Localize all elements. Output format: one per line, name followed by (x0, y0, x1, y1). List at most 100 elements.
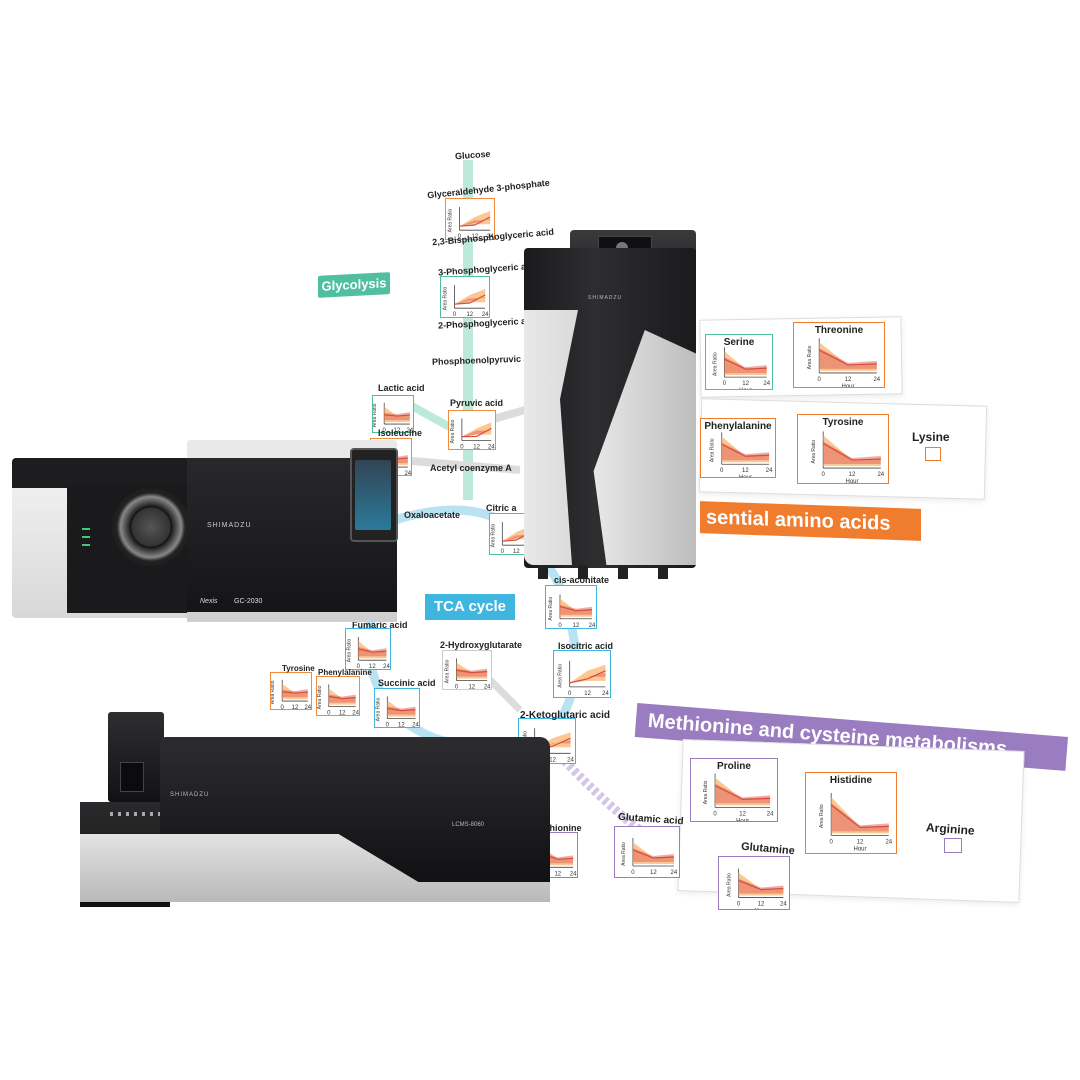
range-band (454, 289, 486, 305)
plot-title: Tyrosine (822, 417, 864, 428)
x-tick-label: 24 (304, 705, 311, 709)
lcms-autosampler-window (120, 762, 144, 792)
x-tick-label: 0 (281, 705, 285, 709)
x-tick-label: 12 (742, 381, 749, 387)
gc-instrument: SHIMADZU Nexis GC-2030 (12, 440, 398, 625)
gc-model: GC-2030 (234, 598, 263, 605)
inner-band (632, 848, 674, 862)
trend-line (461, 427, 492, 438)
x-tick-label: 0 (501, 549, 505, 554)
y-axis-label: Area Ratio (621, 842, 627, 866)
x-axis-label: Hour (739, 388, 752, 389)
label-phenylalanine-small: Phenylalanine (318, 668, 372, 677)
x-tick-label: 12 (584, 691, 591, 697)
x-tick-label: 24 (780, 902, 787, 908)
trend-line (454, 294, 486, 305)
y-axis-label: Area Ratio (490, 524, 496, 548)
x-tick-label: 24 (767, 811, 774, 817)
x-tick-label: 12 (471, 234, 478, 239)
range-band (461, 422, 492, 437)
x-tick-label: 0 (568, 691, 572, 697)
label-succinic: Succinic acid (378, 678, 436, 688)
gc-left-top (12, 458, 190, 488)
x-tick-label: 12 (292, 705, 299, 709)
tower-brand: SHIMADZU (588, 295, 623, 301)
lcms-brand: SHIMADZU (170, 792, 210, 798)
x-tick-label: 0 (383, 428, 387, 432)
y-axis-label: Area Ratio (375, 697, 381, 721)
x-tick-label: 24 (763, 381, 770, 387)
x-axis-label: Hour (845, 479, 858, 483)
x-tick-label: 12 (857, 839, 864, 845)
gc-touchscreen[interactable] (350, 448, 398, 542)
x-tick-label: 12 (513, 549, 520, 554)
plot-title: Proline (717, 761, 751, 772)
x-tick-label: 24 (873, 377, 880, 383)
x-tick-label: 0 (737, 902, 741, 908)
inner-band (819, 348, 877, 369)
x-tick-label: 0 (386, 723, 390, 727)
acetyl-link (399, 456, 521, 474)
x-tick-label: 0 (453, 312, 457, 317)
trend-line (818, 349, 877, 366)
x-tick-label: 12 (650, 870, 657, 876)
range-band (569, 664, 606, 683)
y-axis-label: Area Ratio (447, 209, 453, 233)
y-axis-label: Area Ratio (317, 685, 323, 709)
y-axis-label: Area Ratio (811, 440, 817, 464)
x-tick-label: 0 (558, 623, 562, 628)
gc-brand: SHIMADZU (207, 522, 252, 529)
trend-line (830, 804, 889, 829)
tower-instrument: SHIMADZU (518, 230, 696, 580)
x-tick-label: 0 (458, 234, 462, 239)
y-axis-label: Area Ratio (548, 597, 554, 621)
label-acetyl: Acetyl coenzyme A (430, 463, 512, 473)
x-tick-label: 12 (739, 811, 746, 817)
arginine-empty-box (944, 838, 962, 853)
y-axis-label: Area Ratio (450, 419, 456, 443)
trend-line (569, 670, 606, 684)
x-tick-label: 24 (404, 471, 411, 475)
label-fumaric: Fumaric acid (352, 620, 408, 630)
lysine-empty-box (925, 447, 941, 461)
x-tick-label: 12 (466, 312, 473, 317)
label-citric: Citric a (486, 503, 517, 513)
x-axis-label: Hour (853, 846, 866, 852)
y-axis-label: Area Ratio (444, 659, 450, 683)
trend-line (384, 414, 410, 417)
x-tick-label: 0 (720, 468, 724, 474)
inner-band (823, 441, 881, 465)
x-tick-label: 24 (567, 757, 574, 763)
label-ketoglutaric: 2-Ketoglutaric acid (520, 710, 611, 721)
label-methionine: Methionine (534, 823, 582, 833)
x-tick-label: 24 (406, 428, 413, 432)
trend-line (738, 880, 784, 891)
x-tick-label: 24 (671, 870, 678, 876)
inner-band (560, 604, 592, 615)
gc-screen-content (355, 460, 391, 530)
glycolysis-banner: Glycolysis (318, 272, 390, 298)
x-tick-label: 12 (394, 428, 401, 432)
y-axis-label: Area Ratio (558, 664, 564, 688)
y-axis-label: Area Ratio (442, 287, 448, 311)
plot-title: Histidine (829, 775, 873, 786)
y-axis-label: Area Ratio (710, 438, 716, 462)
x-axis-label: Hour (841, 384, 854, 387)
x-tick-label: 12 (473, 445, 480, 449)
